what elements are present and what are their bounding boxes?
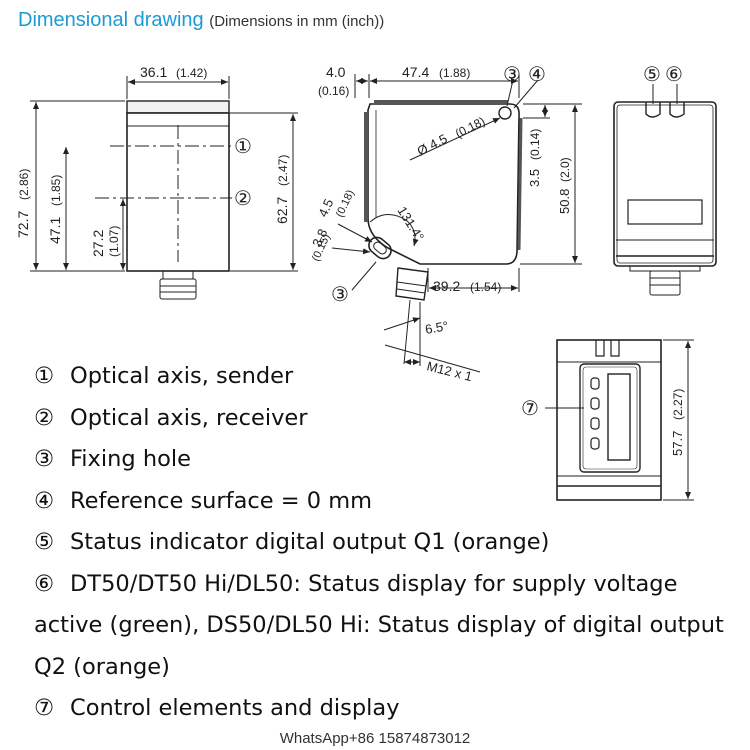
side-right-edge	[517, 117, 523, 251]
legend-item-1: ① Optical axis, sender	[34, 356, 734, 398]
side-offset-value: 4.0	[326, 64, 346, 80]
marker-3-top: ③	[503, 64, 521, 86]
back-view	[545, 339, 694, 501]
watermark-footer: WhatsApp+86 15874873012	[279, 730, 471, 747]
indicator-view-labels: ⑤ ⑥	[643, 64, 683, 86]
drawing-title-text: Dimensional drawing	[18, 9, 204, 31]
marker-5: ⑤	[643, 64, 661, 86]
legend: ① Optical axis, sender ② Optical axis, rec…	[34, 356, 734, 730]
back-view-labels: 57.7 (2.27) ⑦	[521, 389, 685, 456]
front-axis-height-inch: (1.85)	[49, 175, 63, 206]
back-body	[556, 339, 662, 501]
legend-marker-6: ⑥	[34, 570, 55, 597]
base-width-inch: (1.54)	[470, 280, 501, 294]
marker-6: ⑥	[665, 64, 683, 86]
lower-hole-a-inch: (0.18)	[334, 188, 357, 219]
side-fixing-hole-top	[498, 106, 512, 120]
front-width-value: 36.1	[140, 64, 167, 80]
side-connector	[395, 267, 429, 301]
marker-7: ⑦	[521, 398, 539, 420]
front-view	[30, 76, 298, 300]
marker-3-leader	[351, 261, 377, 291]
marker-2-front: ②	[234, 188, 252, 210]
back-height-inch: (2.27)	[671, 389, 685, 420]
front-lower-axis-inch: (1.07)	[107, 226, 121, 257]
ref-offset-inch: (0.14)	[528, 129, 542, 160]
lower-hole-b-value: 3.8	[309, 227, 330, 250]
front-body-height-value: 62.7	[274, 197, 290, 224]
legend-marker-4: ④	[34, 487, 55, 514]
status-lamp-q2	[669, 102, 685, 118]
control-button-2	[590, 397, 600, 410]
legend-item-4: ④ Reference surface = 0 mm	[34, 481, 734, 523]
side-offset-inch: (0.16)	[318, 84, 349, 98]
connector-angle-value: 6.5°	[424, 318, 450, 337]
back-height-value: 57.7	[670, 431, 685, 456]
front-body-height-inch: (2.47)	[276, 155, 290, 186]
marker-3-bottom: ③	[331, 284, 349, 306]
side-body-outline	[367, 103, 520, 265]
legend-text-3: Fixing hole	[70, 446, 191, 472]
legend-text-4: Reference surface = 0 mm	[70, 487, 373, 514]
front-lower-axis-value: 27.2	[90, 230, 106, 257]
legend-text-5: Status indicator digital output Q1 (oran…	[70, 529, 550, 555]
legend-marker-7: ⑦	[34, 695, 55, 721]
front-connector-body	[159, 278, 197, 300]
ref-offset-value: 3.5	[527, 169, 542, 187]
legend-marker-1: ①	[34, 363, 55, 389]
front-axis-height-value: 47.1	[47, 217, 63, 244]
front-width-inch: (1.42)	[176, 66, 207, 80]
legend-item-2: ② Optical axis, receiver	[34, 398, 734, 440]
side-width-value: 47.4	[402, 64, 429, 80]
legend-marker-5: ⑤	[34, 529, 55, 555]
indicator-window	[627, 199, 703, 225]
base-width-value: 39.2	[433, 278, 460, 294]
drawing-subtitle: (Dimensions in mm (inch))	[209, 13, 385, 30]
indicator-view	[613, 101, 717, 296]
control-panel	[579, 363, 641, 473]
angle-arc	[369, 214, 419, 247]
side-height-value: 50.8	[557, 189, 572, 214]
front-top-strip	[126, 100, 230, 114]
legend-item-3: ③ Fixing hole	[34, 439, 734, 481]
control-button-3	[590, 417, 600, 430]
side-view	[331, 74, 582, 373]
legend-text-1: Optical axis, sender	[70, 363, 294, 389]
indicator-body	[613, 101, 717, 267]
drawing-title: Dimensional drawing (Dimensions in mm (i…	[18, 9, 384, 32]
front-total-height-value: 72.7	[15, 211, 31, 238]
legend-item-5: ⑤ Status indicator digital output Q1 (ora…	[34, 522, 734, 564]
front-view-labels: 36.1 (1.42) 72.7 (2.86) 47.1 (1.85) 27.2…	[15, 64, 290, 257]
legend-text-2: Optical axis, receiver	[70, 404, 308, 431]
legend-text-6: DT50/DT50 Hi/DL50: Status display for su…	[34, 570, 724, 680]
hole-dia-leader	[409, 117, 501, 161]
legend-marker-3: ③	[34, 446, 55, 472]
side-width-inch: (1.88)	[439, 66, 470, 80]
control-display	[607, 373, 631, 461]
indicator-connector	[649, 270, 681, 296]
legend-marker-2: ②	[34, 404, 55, 431]
lower-hole-a-value: 4.5	[315, 197, 336, 220]
control-button-4	[590, 437, 600, 450]
control-button-1	[590, 377, 600, 390]
status-lamp-q1	[645, 102, 661, 118]
marker-1-front: ①	[234, 136, 252, 158]
side-height-inch: (2.0)	[558, 157, 572, 182]
front-connector-collar	[162, 270, 194, 280]
marker-4-top: ④	[528, 64, 546, 86]
front-total-height-inch: (2.86)	[17, 169, 31, 200]
legend-item-7: ⑦ Control elements and display	[34, 688, 734, 730]
legend-text-7: Control elements and display	[70, 695, 400, 721]
